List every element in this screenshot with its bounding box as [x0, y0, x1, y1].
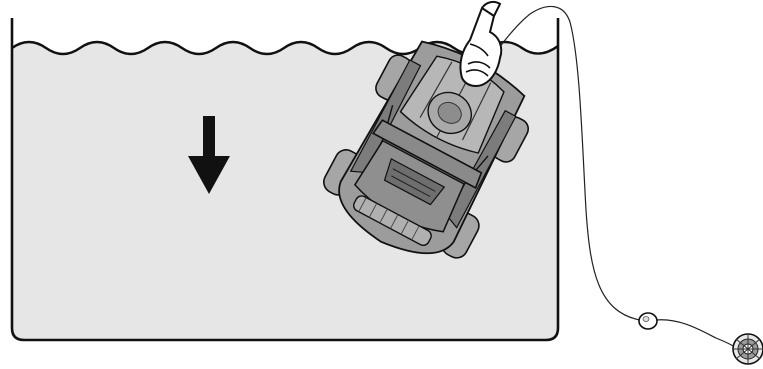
pool-cleaner-robot [323, 40, 530, 259]
power-cable-end [655, 319, 741, 351]
power-cable [469, 5, 641, 321]
robot-brush [353, 195, 432, 247]
cable-swivel [638, 312, 658, 330]
hand [459, 0, 503, 87]
arrow-down-icon [188, 116, 230, 194]
robot-handle [371, 119, 483, 189]
pool-wall [10, 18, 560, 342]
power-plug-connector [732, 333, 763, 365]
